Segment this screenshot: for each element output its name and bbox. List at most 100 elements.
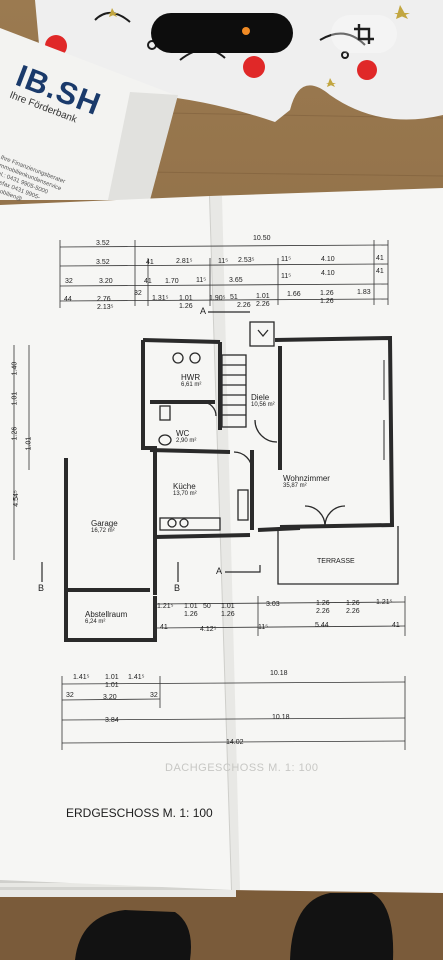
dim-label: 1.26 <box>221 611 235 618</box>
section-mark-a: A <box>200 306 207 316</box>
room-garage: Garage 16,72 m² <box>91 519 118 534</box>
room-kueche: Küche 13,70 m² <box>173 482 197 497</box>
section-mark-b: B <box>38 583 45 593</box>
dim-label: 1.01 <box>221 603 235 610</box>
dim-label: 32 <box>66 692 74 699</box>
dim-label: 11⁵ <box>218 258 229 265</box>
crop-icon <box>354 24 374 44</box>
dim-label: 3.52 <box>96 259 110 266</box>
dim-label: 11⁵ <box>258 624 269 631</box>
dim-label: 1.01 <box>179 295 193 302</box>
room-name: Abstellraum <box>85 610 128 619</box>
dim-label: 4.10 <box>321 270 335 277</box>
dim-label: 3.65 <box>229 277 243 284</box>
room-area: 2,90 m² <box>176 438 197 444</box>
dim-label: 32 <box>65 278 73 285</box>
room-wohnzimmer: Wohnzimmer 35,87 m² <box>283 474 330 489</box>
dim-label: 3.20 <box>103 694 117 701</box>
room-area: 6,24 m² <box>85 619 106 625</box>
room-area: 6,61 m² <box>181 382 202 388</box>
dim-label: 41 <box>144 278 152 285</box>
dim-label: 44 <box>64 296 72 303</box>
dim-label: 41 <box>376 268 384 275</box>
dim-label: 1.01 <box>105 682 119 689</box>
recording-indicator-dot <box>242 27 250 35</box>
dim-label: 51 <box>230 294 238 301</box>
dim-label: 50 <box>203 603 211 610</box>
dim-label: 1.26 <box>184 611 198 618</box>
dim-label: 32 <box>134 290 142 297</box>
dim-label: 10.18 <box>272 714 290 721</box>
room-area: 13,70 m² <box>173 491 197 497</box>
dim-label: 1.90⁵ <box>209 295 226 302</box>
dim-label: 2.13⁵ <box>97 304 114 311</box>
room-area: 16,72 m² <box>91 528 115 534</box>
room-name: Diele <box>251 393 270 402</box>
dim-label: 3.52 <box>96 240 110 247</box>
section-mark-b: B <box>174 583 181 593</box>
dynamic-island <box>151 13 293 53</box>
dim-label: 14.02 <box>226 739 244 746</box>
room-name: Küche <box>173 482 196 491</box>
section-mark-a: A <box>216 566 223 576</box>
room-diele: Diele 10,56 m² <box>251 393 275 408</box>
dim-label: 2.26 <box>346 608 360 615</box>
crop-button[interactable] <box>331 15 397 53</box>
dim-label: 3.03 <box>266 601 280 608</box>
dim-label: 1.83 <box>357 289 371 296</box>
dim-label: 11⁵ <box>281 256 292 263</box>
dim-label: 3.20 <box>99 278 113 285</box>
room-area: 10,56 m² <box>251 402 275 408</box>
dim-label: 1.70 <box>165 278 179 285</box>
room-name: Garage <box>91 519 118 528</box>
dim-label: 1.01 <box>256 293 270 300</box>
dim-label: 41 <box>392 622 400 629</box>
dim-label: 1.41⁵ <box>128 674 145 681</box>
plan-walls <box>64 335 395 642</box>
room-name: Wohnzimmer <box>283 474 330 483</box>
room-abstellraum: Abstellraum 6,24 m² <box>85 610 127 625</box>
room-area: 35,87 m² <box>283 483 307 489</box>
dim-label: 10.18 <box>270 670 288 677</box>
dim-label: 1.21⁵ <box>157 603 174 610</box>
dim-label: 32 <box>150 692 158 699</box>
dim-label: 2.76 <box>97 296 111 303</box>
dim-label: 41 <box>160 624 168 631</box>
room-name: WC <box>176 429 190 438</box>
dim-label: 11⁵ <box>196 277 207 284</box>
dim-label: 11⁵ <box>281 273 292 280</box>
faint-caption: DACHGESCHOSS M. 1: 100 <box>165 762 319 774</box>
dim-label: 4.10 <box>321 256 335 263</box>
room-terrasse: TERRASSE <box>317 558 355 565</box>
dim-label: 1.26 <box>316 600 330 607</box>
room-name: TERRASSE <box>317 558 355 565</box>
dim-label: 1.41⁵ <box>73 674 90 681</box>
dim-label: 4.12⁵ <box>200 626 217 633</box>
dim-label: 2.26 <box>237 302 251 309</box>
dim-label: 1.01 <box>105 674 119 681</box>
dim-label: 2.26 <box>256 301 270 308</box>
dim-label: 1.31⁵ <box>152 295 169 302</box>
dim-label: 10.50 <box>253 235 271 242</box>
room-name: HWR <box>181 373 201 382</box>
room-hwr: HWR 6,61 m² <box>181 373 201 388</box>
dim-label: 1.66 <box>287 291 301 298</box>
dim-label: 2.53⁵ <box>238 257 255 264</box>
dim-label: 1.26 <box>320 290 334 297</box>
dim-label: 3.84 <box>105 717 119 724</box>
dim-label: 1.26 <box>179 303 193 310</box>
dim-label: 1.21⁵ <box>376 599 393 606</box>
dim-label: 2.26 <box>316 608 330 615</box>
plan-caption: ERDGESCHOSS M. 1: 100 <box>66 806 213 820</box>
dim-label: 2.81⁵ <box>176 258 193 265</box>
dim-label: 1.01 <box>184 603 198 610</box>
dim-label: 5.44 <box>315 622 329 629</box>
dim-label: 41 <box>146 259 154 266</box>
room-wc: WC 2,90 m² <box>176 429 196 444</box>
dim-label: 1.26 <box>346 600 360 607</box>
dim-label: 1.26 <box>320 298 334 305</box>
